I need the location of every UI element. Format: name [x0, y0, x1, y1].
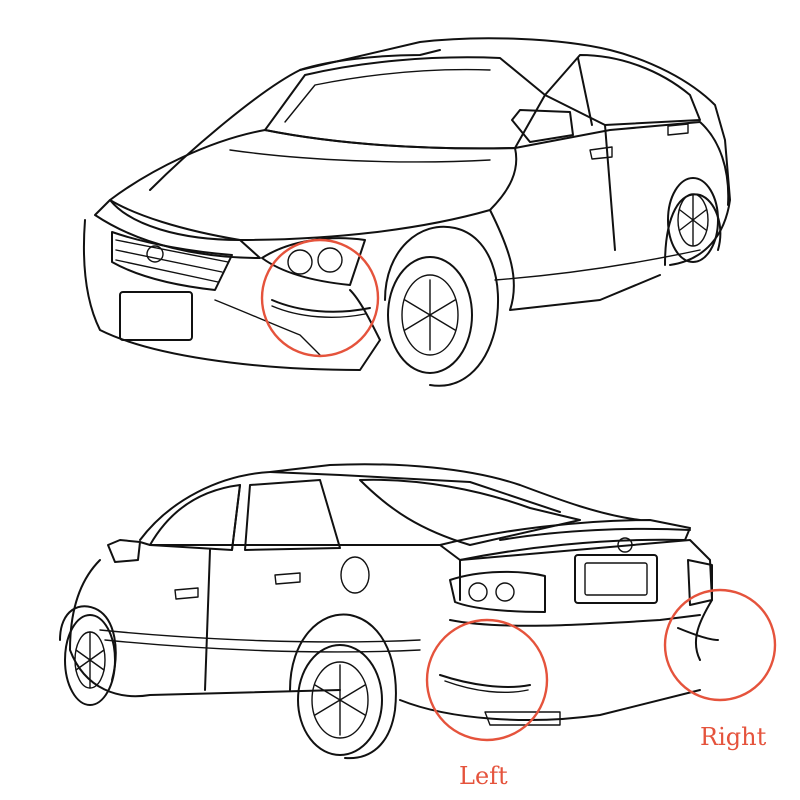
front-bumper-highlight	[260, 238, 380, 358]
front-car-drawing	[82, 37, 731, 387]
left-label: Left	[459, 762, 508, 790]
rear-left-bumper-highlight	[425, 618, 549, 742]
right-label: Right	[700, 723, 767, 751]
rear-right-bumper-highlight	[663, 588, 777, 702]
